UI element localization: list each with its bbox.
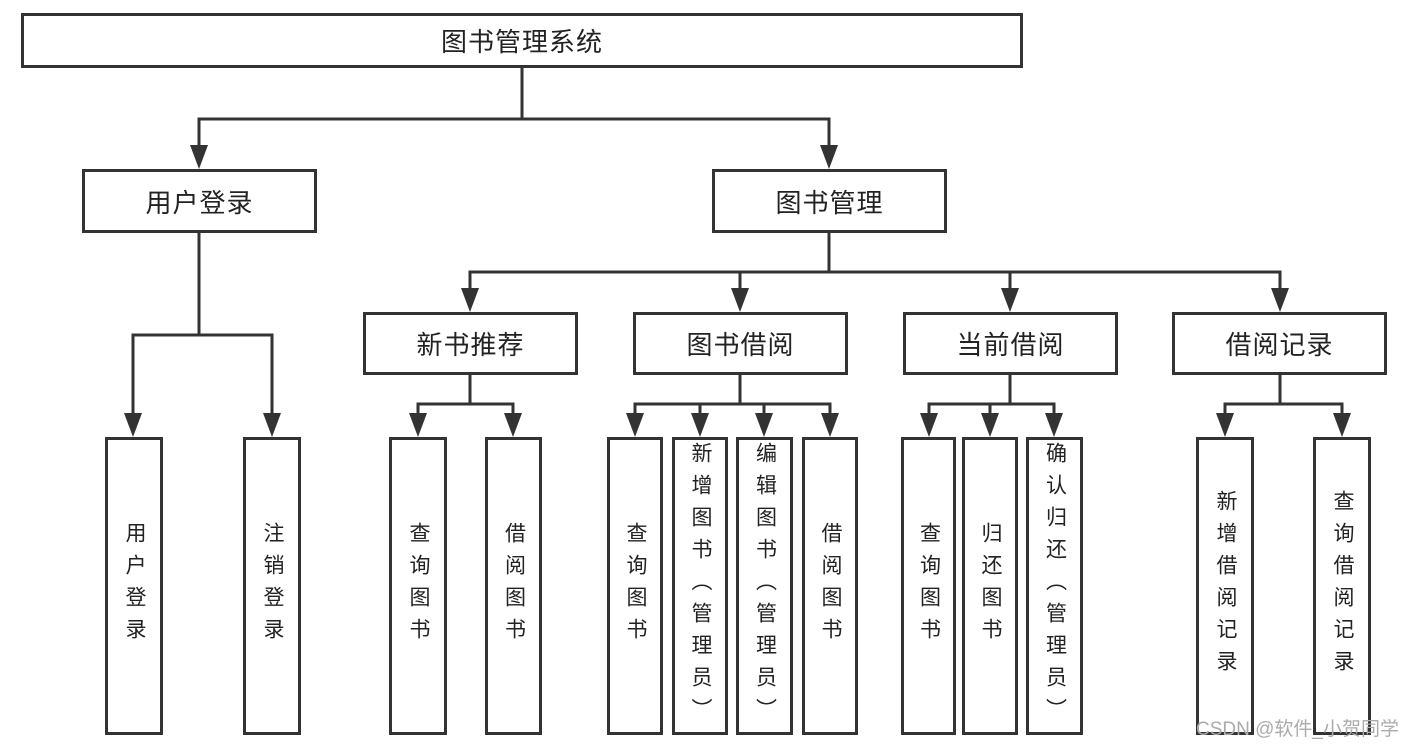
leaf-label: 注销登录 xyxy=(261,522,285,650)
leaf-add-book-admin: 新增图书（管理员） xyxy=(672,437,728,735)
arrowheads xyxy=(124,145,1351,437)
node-label: 图书管理系统 xyxy=(440,27,603,57)
node-label: 借阅记录 xyxy=(1225,330,1334,360)
node-book-management: 图书管理 xyxy=(712,169,947,233)
leaf-query-book-current: 查询图书 xyxy=(901,437,956,735)
leaf-logout: 注销登录 xyxy=(243,437,301,735)
leaf-label: 借阅图书 xyxy=(819,522,843,650)
node-user-login: 用户登录 xyxy=(82,169,317,233)
connector-current-to-leaves xyxy=(927,375,1056,417)
node-book-borrow: 图书借阅 xyxy=(633,312,848,375)
leaf-label: 查询图书 xyxy=(917,522,941,650)
leaf-borrow-book-recommend: 借阅图书 xyxy=(485,437,542,735)
node-system-root: 图书管理系统 xyxy=(21,13,1023,68)
leaf-edit-book-admin: 编辑图书（管理员） xyxy=(736,437,793,735)
node-label: 用户登录 xyxy=(145,187,254,218)
connector-newbook-to-leaves xyxy=(416,375,515,417)
leaf-label: 查询图书 xyxy=(624,522,648,650)
leaf-label: 新增图书（管理员） xyxy=(689,442,713,730)
connector-login-to-leaves xyxy=(131,233,274,417)
leaf-label: 查询借阅记录 xyxy=(1331,490,1355,682)
leaf-user-login: 用户登录 xyxy=(105,437,163,735)
leaf-label: 归还图书 xyxy=(979,522,1003,650)
node-label: 新书推荐 xyxy=(416,330,525,360)
node-new-book-recommend: 新书推荐 xyxy=(363,312,578,375)
csdn-watermark: CSDN @软件_小贺同学 xyxy=(1196,719,1399,740)
leaf-add-borrow-record: 新增借阅记录 xyxy=(1196,437,1254,735)
node-label: 当前借阅 xyxy=(956,330,1065,360)
node-label: 图书借阅 xyxy=(686,330,795,360)
leaf-borrow-book: 借阅图书 xyxy=(802,437,858,735)
connector-root-to-level2 xyxy=(197,68,831,149)
node-label: 图书管理 xyxy=(775,187,884,218)
leaf-confirm-return-admin: 确认归还（管理员） xyxy=(1026,437,1083,735)
node-borrow-record: 借阅记录 xyxy=(1172,312,1387,375)
leaf-label: 编辑图书（管理员） xyxy=(753,442,777,730)
leaf-return-book: 归还图书 xyxy=(962,437,1018,735)
leaf-query-book-borrow: 查询图书 xyxy=(607,437,663,735)
leaf-query-book-recommend: 查询图书 xyxy=(389,437,447,735)
connector-record-to-leaves xyxy=(1223,375,1344,417)
leaf-label: 查询图书 xyxy=(407,522,431,650)
leaf-label: 新增借阅记录 xyxy=(1214,490,1238,682)
connector-borrow-to-leaves xyxy=(633,375,832,417)
node-current-borrow: 当前借阅 xyxy=(903,312,1118,375)
leaf-label: 确认归还（管理员） xyxy=(1043,442,1067,730)
connector-mgmt-to-modules xyxy=(468,233,1282,292)
leaf-label: 借阅图书 xyxy=(502,522,526,650)
leaf-label: 用户登录 xyxy=(123,522,147,650)
leaf-query-borrow-record: 查询借阅记录 xyxy=(1313,437,1371,735)
